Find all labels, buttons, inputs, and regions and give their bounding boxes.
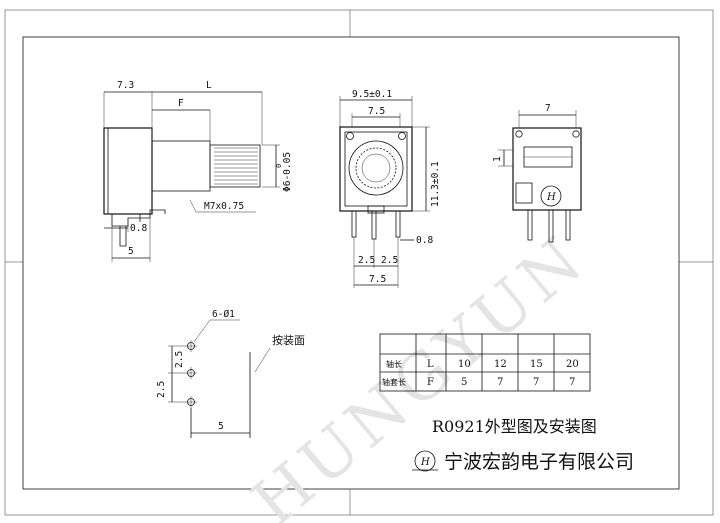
company-name: 宁波宏韵电子有限公司 [444,451,634,473]
dim-5-mount: 5 [218,421,224,432]
outer-frame [4,9,714,516]
side-view: 7.3 L F Φ6-0.05 0 M7x0.75 0.8 5 [103,80,293,262]
panel-label: 按装面 [272,333,305,347]
dim-9-5: 9.5±0.1 [352,89,392,100]
zone-ticks [5,10,713,515]
cell-L-1: 10 [458,359,471,370]
shaft-knurl [355,147,397,189]
company-logo-letter: H [420,457,430,468]
dim-2-5-b: 2.5 [381,255,398,266]
cell-L-2: 12 [494,359,507,370]
cell-L-4: 20 [566,359,579,370]
dim-11-3: 11.3±0.1 [430,161,441,207]
dim-2-5-mount-b: 2.5 [156,381,167,398]
holes-callout: 6-Ø1 [212,309,235,320]
dim-5-side: 5 [128,246,134,257]
dim-L: L [206,80,212,91]
row-bushing-length-symbol: F [427,377,434,388]
inner-frame [22,36,680,490]
mount-hole-right [398,132,406,140]
front-view: 9.5±0.1 7.5 11.3±0.1 0.8 2.5 2.5 7.5 [339,89,441,288]
cell-F-2: 7 [497,377,503,388]
shaft-table: 轴长 L 10 12 15 20 轴套长 F 5 7 7 7 [379,333,591,392]
mounting-view: 6-Ø1 2.5 2.5 5 按装面 [156,309,305,438]
dim-7-3: 7.3 [117,80,134,91]
pot-body [103,127,153,215]
dim-0-8-side: 0.8 [130,223,147,234]
dim-2-5-a: 2.5 [358,255,375,266]
dim-phi6-tol: 0 [275,164,283,168]
dim-phi6: Φ6-0.05 [282,152,293,192]
company-block: H 宁波宏韵电子有限公司 [412,450,634,473]
cell-F-4: 7 [569,377,575,388]
thread-callout: M7x0.75 [204,201,244,212]
row-bushing-length-label: 轴套长 [382,377,406,387]
bushing [151,140,211,192]
back-hole-right [572,130,580,138]
dim-7-5-top: 7.5 [368,106,385,117]
dim-1-back: 1 [492,156,503,162]
cell-F-1: 5 [461,377,467,388]
dim-7-back: 7 [545,103,551,114]
cell-L-3: 15 [530,359,543,370]
company-logo [414,450,436,472]
back-logo-circle [540,185,562,207]
dim-F: F [178,98,184,109]
back-hole-left [515,130,523,138]
row-shaft-length-label: 轴长 [386,359,402,369]
back-logo-letter: H [546,192,556,203]
back-view: H 7 1 [492,103,582,243]
row-shaft-length-symbol: L [427,359,434,370]
dim-0-8-front: 0.8 [416,235,433,246]
shaft-outer [348,140,404,196]
shaft [209,144,261,188]
dim-2-5-mount-a: 2.5 [174,351,185,368]
dim-7-5-bottom: 7.5 [369,274,386,285]
cell-F-3: 7 [533,377,539,388]
drawing-title: R0921外型图及安装图 [432,417,597,436]
back-body [512,127,582,211]
mount-hole-left [346,132,354,140]
